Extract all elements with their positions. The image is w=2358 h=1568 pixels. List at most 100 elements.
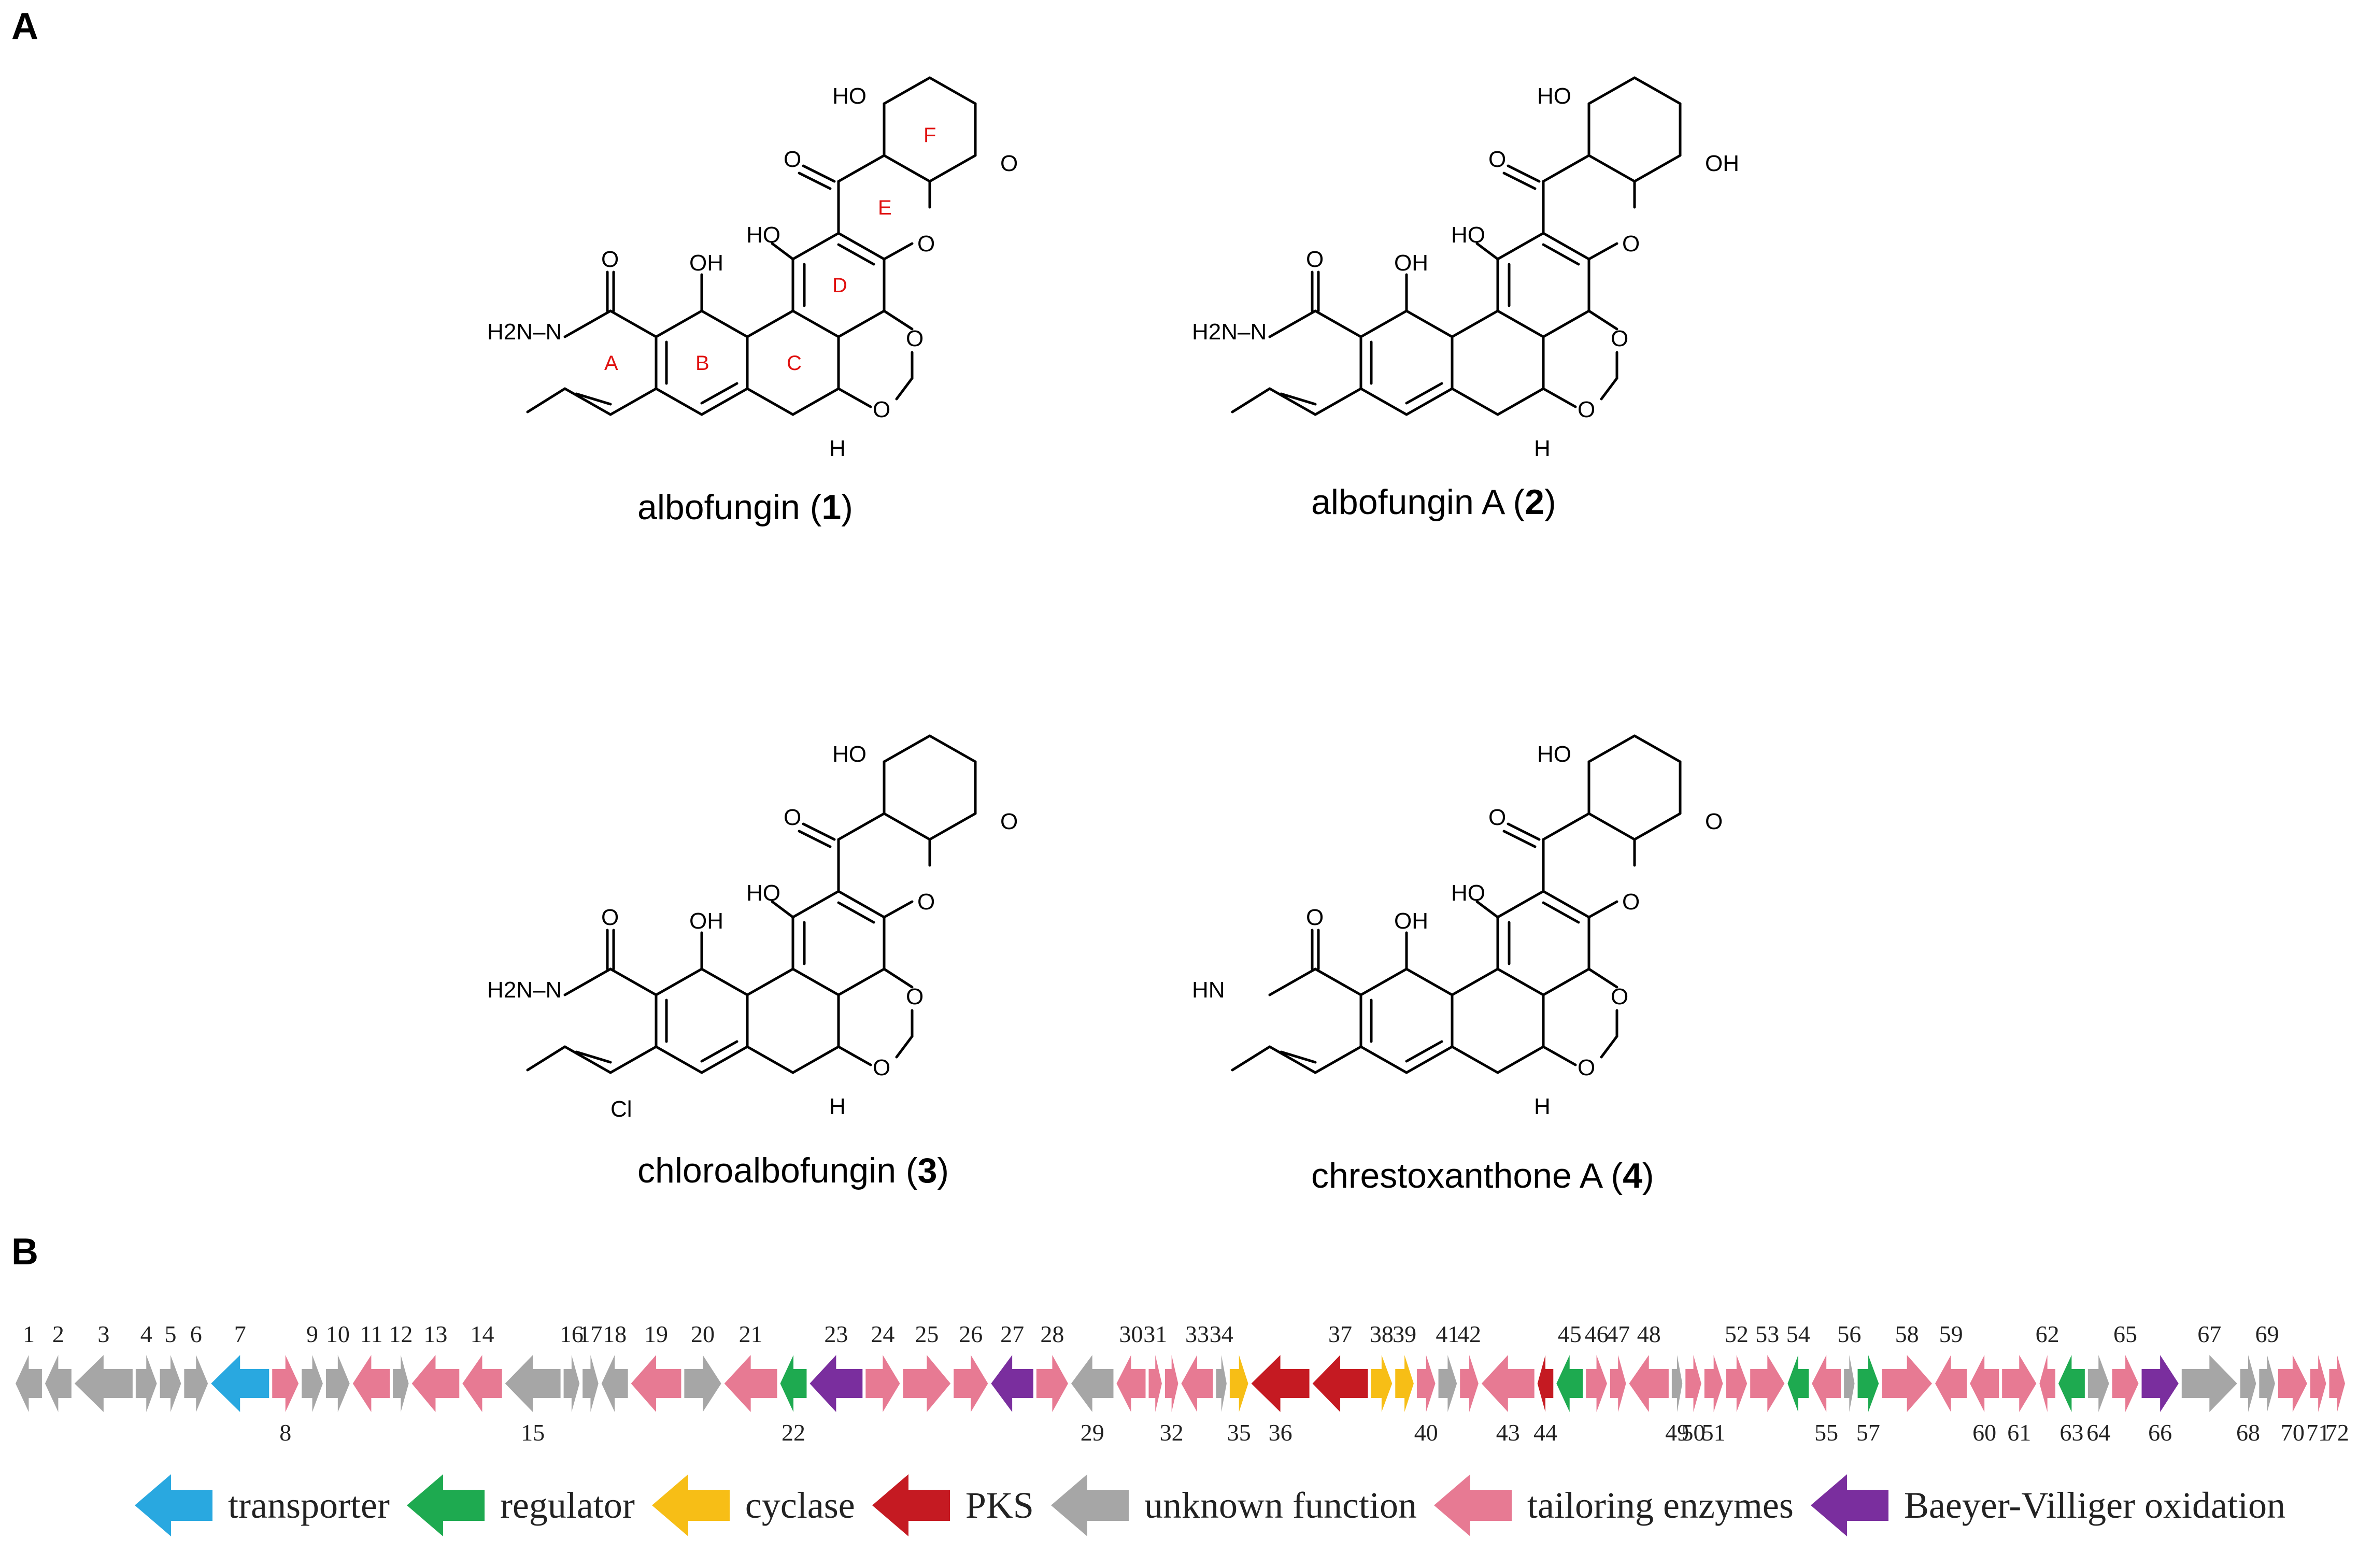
gene-number-label: 8 bbox=[279, 1419, 291, 1446]
nitrogen-group-label: H2N–N bbox=[487, 319, 562, 345]
gene-number-label: 19 bbox=[644, 1321, 668, 1347]
ho-f-label: HO bbox=[832, 83, 867, 109]
bond-skeleton bbox=[1231, 734, 1682, 1074]
gene-arrow-19 bbox=[631, 1355, 681, 1412]
gene-number-label: 35 bbox=[1227, 1419, 1251, 1446]
gene-arrow-64 bbox=[2087, 1355, 2109, 1412]
gene-arrow-46 bbox=[1586, 1355, 1607, 1412]
gene-number-label: 5 bbox=[165, 1321, 177, 1347]
gene-number-label: 61 bbox=[2007, 1419, 2031, 1446]
gene-number-label: 33 bbox=[1185, 1321, 1209, 1347]
gene-arrow-11 bbox=[352, 1355, 390, 1412]
gene-number-label: 47 bbox=[1606, 1321, 1630, 1347]
gene-number-label: 32 bbox=[1160, 1419, 1184, 1446]
gene-arrow-16 bbox=[563, 1355, 580, 1412]
gene-number-label: 4 bbox=[140, 1321, 152, 1347]
compound-caption-close: ) bbox=[937, 1151, 949, 1190]
gene-number-label: 21 bbox=[739, 1321, 763, 1347]
gene-arrow-59 bbox=[1935, 1355, 1967, 1412]
gene-arrow-66 bbox=[2141, 1355, 2179, 1412]
gene-arrow-50 bbox=[1685, 1355, 1701, 1412]
gene-arrow-49 bbox=[1671, 1355, 1683, 1412]
gene-arrow-62 bbox=[2039, 1355, 2055, 1412]
atom-labels: HO HO OH O O O O O O H H2N–N bbox=[487, 83, 1018, 461]
o-lactam-label: O bbox=[1306, 905, 1324, 930]
gene-number-label: 11 bbox=[360, 1321, 382, 1347]
gene-number-label: 7 bbox=[234, 1321, 246, 1347]
gene-number-label: 31 bbox=[1143, 1321, 1167, 1347]
gene-number-label: 62 bbox=[2036, 1321, 2059, 1347]
gene-number-label: 26 bbox=[959, 1321, 983, 1347]
gene-number-label: 17 bbox=[578, 1321, 602, 1347]
o-dioxane-label: O bbox=[1611, 326, 1628, 351]
gene-arrow-10 bbox=[325, 1355, 350, 1412]
gene-arrow-2 bbox=[45, 1355, 72, 1412]
gene-arrow-27 bbox=[991, 1355, 1033, 1412]
gene-arrow-56 bbox=[1844, 1355, 1855, 1412]
gene-number-label: 68 bbox=[2236, 1419, 2260, 1446]
gene-number-label: 30 bbox=[1119, 1321, 1143, 1347]
o-dioxane-label: O bbox=[1578, 1055, 1595, 1080]
gene-arrow-13 bbox=[411, 1355, 460, 1412]
bond-skeleton bbox=[1231, 76, 1682, 416]
gene-arrow-65 bbox=[2112, 1355, 2139, 1412]
o-xanthone-label: O bbox=[917, 889, 935, 915]
gene-arrow-72 bbox=[2329, 1355, 2345, 1412]
legend-item: transporter bbox=[135, 1474, 390, 1536]
gene-arrow-71 bbox=[2310, 1355, 2326, 1412]
gene-number-label: 22 bbox=[782, 1419, 805, 1446]
legend-item: cyclase bbox=[651, 1474, 855, 1536]
o-dioxane-label: O bbox=[1611, 984, 1628, 1009]
gene-number-label: 48 bbox=[1637, 1321, 1661, 1347]
gene-arrow-6 bbox=[184, 1355, 208, 1412]
gene-number-label: 10 bbox=[326, 1321, 350, 1347]
o-xanthone-label: O bbox=[917, 231, 935, 256]
gene-arrow-61 bbox=[2002, 1355, 2037, 1412]
gene-arrow-55 bbox=[1812, 1355, 1841, 1412]
gene-arrow-57 bbox=[1857, 1355, 1879, 1412]
gene-arrow-53 bbox=[1750, 1355, 1785, 1412]
gene-number-label: 28 bbox=[1040, 1321, 1064, 1347]
gene-number-label: 56 bbox=[1837, 1321, 1861, 1347]
legend-label: tailoring enzymes bbox=[1527, 1484, 1794, 1526]
ho-d-label: HO bbox=[1451, 222, 1485, 248]
gene-arrow-17 bbox=[583, 1355, 599, 1412]
gene-arrow-18 bbox=[601, 1355, 628, 1412]
atom-labels: HO HO OH O O O O O O H HN bbox=[1192, 742, 1723, 1119]
gene-number-label: 1 bbox=[23, 1321, 35, 1347]
gene-number-label: 29 bbox=[1081, 1419, 1104, 1446]
gene-arrow-3 bbox=[74, 1355, 133, 1412]
gene-arrow-12 bbox=[393, 1355, 409, 1412]
gene-arrow-29 bbox=[1071, 1355, 1114, 1412]
legend-label: Baeyer-Villiger oxidation bbox=[1904, 1484, 2285, 1526]
compound-number: 4 bbox=[1623, 1156, 1642, 1195]
legend-arrow-icon bbox=[1434, 1474, 1512, 1536]
gene-arrow-36 bbox=[1251, 1355, 1310, 1412]
compound-number: 1 bbox=[821, 488, 842, 527]
compound-name: chloroalbofungin ( bbox=[637, 1151, 918, 1190]
gene-arrow-43 bbox=[1481, 1355, 1535, 1412]
gene-arrow-39 bbox=[1395, 1355, 1414, 1412]
gene-number-label: 66 bbox=[2148, 1419, 2172, 1446]
legend-item: regulator bbox=[406, 1474, 635, 1536]
gene-number-label: 72 bbox=[2325, 1419, 2349, 1446]
gene-number-label: 41 bbox=[1436, 1321, 1459, 1347]
compound-name: albofungin ( bbox=[637, 488, 822, 527]
ring-label-d: D bbox=[832, 274, 847, 297]
gene-number-label: 2 bbox=[52, 1321, 64, 1347]
gene-number-label: 34 bbox=[1210, 1321, 1233, 1347]
h-label: H bbox=[829, 436, 846, 461]
gene-number-label: 36 bbox=[1269, 1419, 1292, 1446]
ho-d-label: HO bbox=[746, 222, 780, 248]
gene-number-label: 44 bbox=[1533, 1419, 1557, 1446]
legend-item: Baeyer-Villiger oxidation bbox=[1810, 1474, 2285, 1536]
ho-d-label: HO bbox=[1451, 880, 1485, 906]
ring-label-b: B bbox=[695, 352, 709, 375]
oh-b-label: OH bbox=[689, 908, 723, 934]
legend-item: tailoring enzymes bbox=[1434, 1474, 1794, 1536]
methoxy-o-label: O bbox=[1000, 151, 1018, 176]
gene-arrow-22 bbox=[780, 1355, 807, 1412]
gene-arrow-63 bbox=[2058, 1355, 2085, 1412]
o-ketone-label: O bbox=[1488, 805, 1506, 830]
gene-arrow-70 bbox=[2278, 1355, 2307, 1412]
